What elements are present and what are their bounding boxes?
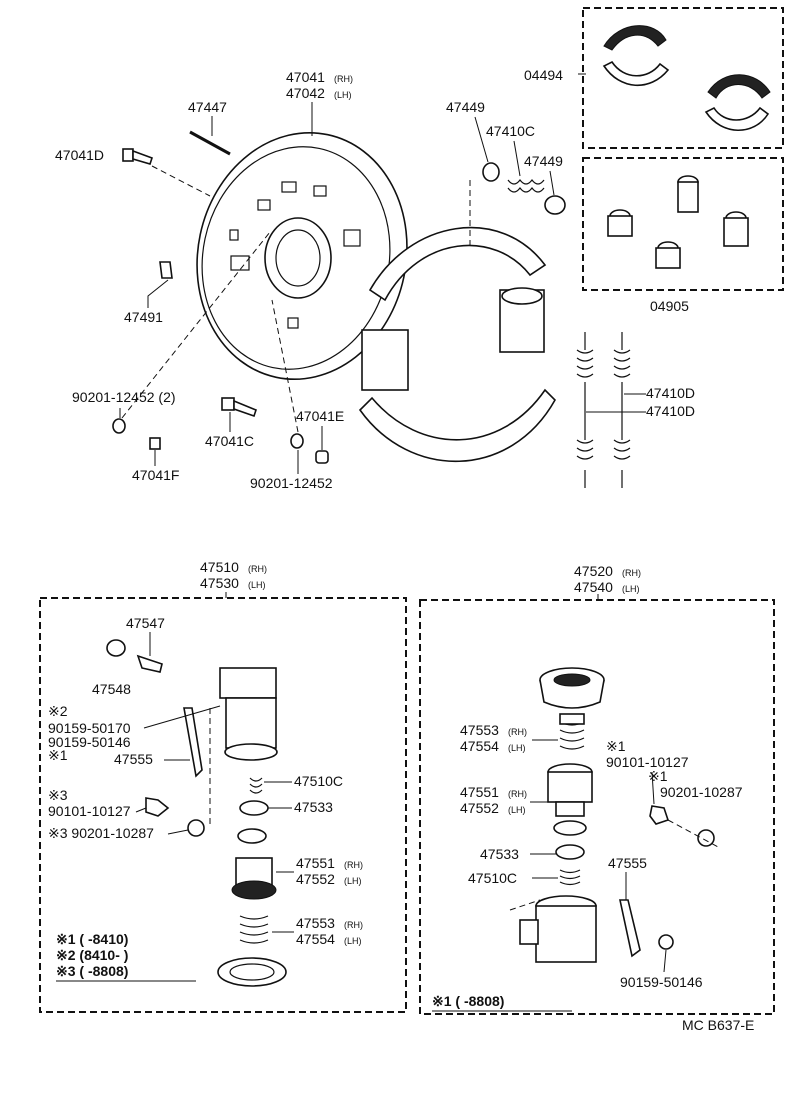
- cup-47449b: [544, 195, 566, 215]
- label-47555: 47555: [114, 751, 153, 767]
- label-90201-12452-2: 90201-12452 (2): [72, 389, 176, 405]
- left-cylinder-parts: [106, 639, 287, 987]
- return-springs-47410D: [576, 332, 631, 488]
- label-47410C: 47410C: [486, 123, 535, 139]
- left-cyl-title-rh: 47510: [200, 559, 239, 575]
- label-r-note1b: ※1: [648, 768, 668, 784]
- label-47553-side: (RH): [344, 920, 363, 930]
- label-47447: 47447: [188, 99, 227, 115]
- label-47042-side: (LH): [334, 90, 352, 100]
- right-cyl-title-lh: 47540: [574, 579, 613, 595]
- label-47548: 47548: [92, 681, 131, 697]
- label-47551-side: (RH): [344, 860, 363, 870]
- label-r-47554: 47554: [460, 738, 499, 754]
- label-r-90159-50146: 90159-50146: [620, 974, 703, 990]
- label-47449-a: 47449: [446, 99, 485, 115]
- label-note2: ※2: [48, 703, 68, 719]
- label-04494: 04494: [524, 67, 563, 83]
- bolt-47041C: [221, 397, 257, 418]
- label-47042: 47042: [286, 85, 325, 101]
- washer-90201-b: [290, 433, 304, 449]
- drawing-code: MC B637-E: [682, 1017, 754, 1033]
- left-cyl-title-lh-side: (LH): [248, 580, 266, 590]
- label-r-47553: 47553: [460, 722, 499, 738]
- washer-90201-a: [112, 418, 126, 434]
- label-r-90101-10127: 90101-10127: [606, 754, 689, 770]
- legend-note3: ※3 ( -8808): [56, 963, 128, 979]
- label-47041E: 47041E: [296, 408, 344, 424]
- bleeder-bolt-47041D: [122, 148, 154, 165]
- label-90201-10287: ※3 90201-10287: [48, 825, 154, 841]
- label-90159-50170: 90159-50170: [48, 720, 131, 736]
- left-cyl-title-lh: 47530: [200, 575, 239, 591]
- shoe-kit-parts: [602, 25, 771, 132]
- label-r-47533: 47533: [480, 846, 519, 862]
- legend-note2: ※2 (8410- ): [56, 947, 128, 963]
- label-r-note1: ※1: [606, 738, 626, 754]
- legend-r-note1: ※1 ( -8808): [432, 993, 504, 1009]
- shoe-kit-box: [582, 7, 784, 149]
- label-90159-50146: 90159-50146: [48, 734, 131, 750]
- label-47041D: 47041D: [55, 147, 104, 163]
- label-47533: 47533: [294, 799, 333, 815]
- label-90101-10127: 90101-10127: [48, 803, 131, 819]
- legend-note1: ※1 ( -8410): [56, 931, 128, 947]
- clip-47491: [159, 261, 173, 279]
- nut-47041E: [315, 450, 329, 464]
- cup-47449a: [482, 162, 500, 182]
- label-r-47553-side: (RH): [508, 727, 527, 737]
- label-r-47551: 47551: [460, 784, 499, 800]
- label-note3: ※3: [48, 787, 68, 803]
- label-04905: 04905: [650, 298, 689, 314]
- label-47041: 47041: [286, 69, 325, 85]
- label-47510C: 47510C: [294, 773, 343, 789]
- brake-shoes: [358, 226, 556, 463]
- label-47410D-b: 47410D: [646, 403, 695, 419]
- backing-plate: [196, 131, 408, 381]
- label-r-47555: 47555: [608, 855, 647, 871]
- label-47552-side: (LH): [344, 876, 362, 886]
- label-note1: ※1: [48, 747, 68, 763]
- label-47410D-a: 47410D: [646, 385, 695, 401]
- hold-down-pin: [189, 130, 231, 156]
- label-47554: 47554: [296, 931, 335, 947]
- label-47551: 47551: [296, 855, 335, 871]
- label-47449-b: 47449: [524, 153, 563, 169]
- nut-47041F: [149, 437, 161, 450]
- spring-47410C: [507, 179, 545, 193]
- label-90201-12452: 90201-12452: [250, 475, 333, 491]
- right-cyl-title-rh: 47520: [574, 563, 613, 579]
- label-47041F: 47041F: [132, 467, 179, 483]
- left-cylinder-box: [39, 597, 407, 1013]
- cylinder-kit-parts: [607, 175, 749, 269]
- right-cyl-title-rh-side: (RH): [622, 568, 641, 578]
- label-r-90201-10287: 90201-10287: [660, 784, 743, 800]
- label-r-47510C: 47510C: [468, 870, 517, 886]
- label-47553: 47553: [296, 915, 335, 931]
- label-r-47551-side: (RH): [508, 789, 527, 799]
- right-cylinder-box: [419, 599, 775, 1015]
- label-r-47554-side: (LH): [508, 743, 526, 753]
- label-47554-side: (LH): [344, 936, 362, 946]
- right-cyl-title-lh-side: (LH): [622, 584, 640, 594]
- label-47041C: 47041C: [205, 433, 254, 449]
- label-47547: 47547: [126, 615, 165, 631]
- cylinder-kit-box: [582, 157, 784, 291]
- label-47491: 47491: [124, 309, 163, 325]
- label-47552: 47552: [296, 871, 335, 887]
- right-cylinder-parts: [519, 667, 715, 963]
- left-cyl-title-rh-side: (RH): [248, 564, 267, 574]
- label-47041-side: (RH): [334, 74, 353, 84]
- label-r-47552: 47552: [460, 800, 499, 816]
- label-r-47552-side: (LH): [508, 805, 526, 815]
